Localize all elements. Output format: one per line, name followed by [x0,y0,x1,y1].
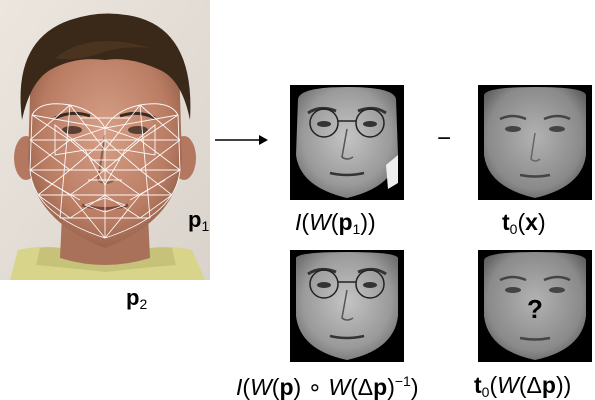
label-inverse-warp: I(W(p) ∘ W(Δp)−1) [236,373,419,400]
triangulation-mesh [29,103,181,239]
label-p2: p2 [126,285,148,312]
input-photo [0,0,210,280]
label-p1: p1 [188,207,210,234]
template-image [478,85,592,200]
label-template-warp: t0(W(Δp)) [474,372,572,400]
label-warped-image: I(W(p1)) [295,209,376,237]
question-mark: ? [527,294,543,324]
portrait-with-mesh [0,0,210,280]
warped-image [290,85,404,200]
template-warp-image [478,250,592,362]
arrow [214,133,269,147]
inverse-warped-image [290,250,404,362]
label-template: t0(x) [502,209,546,237]
minus-sign: − [437,125,452,152]
